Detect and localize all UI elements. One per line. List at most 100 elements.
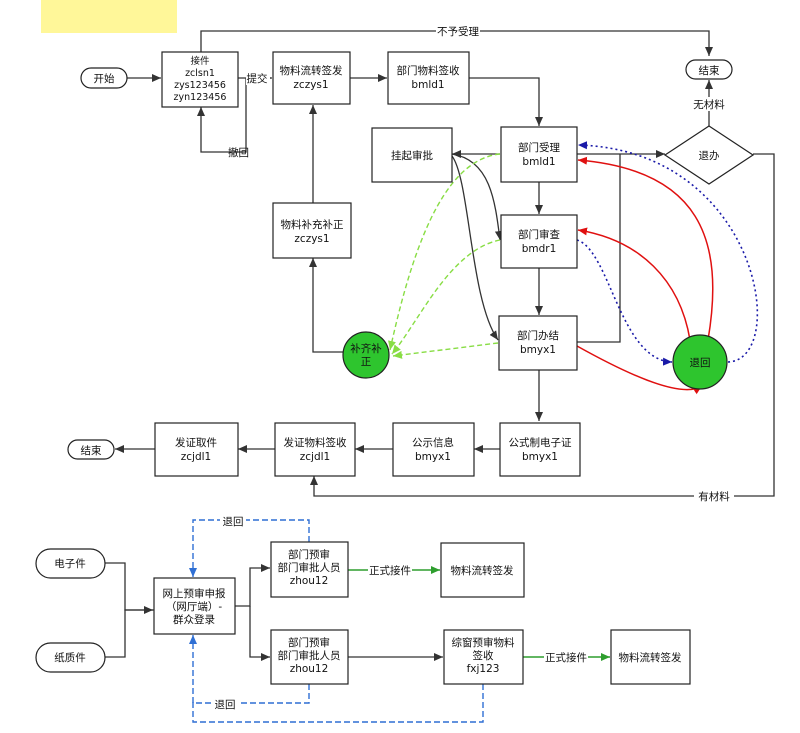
edge-returnnode-accept-dotted [577,141,759,363]
node-supplement-circle: 补齐补 正 [342,331,390,379]
label-not-accept: 不予受理 [437,26,479,38]
svg-text:bmld1: bmld1 [411,79,444,91]
svg-text:zyn123456: zyn123456 [174,92,227,103]
svg-text:部门办结: 部门办结 [517,329,559,342]
edge-review-supplement [391,239,501,355]
node-return-circle: 退回 [672,334,728,390]
svg-text:物料流转签发: 物料流转签发 [280,64,343,77]
node-return-decision: 退办 [663,125,755,185]
svg-text:发证物料签收: 发证物料签收 [284,436,347,449]
svg-text:bmdr1: bmdr1 [522,243,557,255]
edge-returnnode-accept [577,156,714,341]
highlight-block [41,0,177,33]
svg-text:签收: 签收 [473,649,494,662]
edge-pre1-return [189,519,310,577]
edge-finish-decision [577,154,621,343]
svg-text:物料流转签发: 物料流转签发 [451,564,514,577]
svg-text:部门受理: 部门受理 [518,141,560,154]
edge-efile-online [105,562,155,611]
svg-text:结束: 结束 [81,444,102,457]
node-dept-finish: 部门办结 bmyx1 [498,315,578,371]
node-dept-review: 部门审查 bmdr1 [500,214,578,269]
svg-text:公示信息: 公示信息 [412,436,454,449]
svg-text:退回: 退回 [690,357,711,369]
svg-text:部门审批人员: 部门审批人员 [278,561,341,574]
svg-text:结束: 结束 [699,64,720,77]
node-transfer-sign: 物料流转签发 zczys1 [272,51,351,105]
edge-finish-supplement [392,342,499,359]
label-formal-receive2: 正式接件 [545,651,587,664]
svg-text:（网厅端）-: （网厅端）- [166,600,222,613]
svg-text:发证取件: 发证取件 [175,436,217,449]
svg-text:挂起审批: 挂起审批 [391,149,433,162]
svg-text:综窗预审物料: 综窗预审物料 [452,636,515,649]
svg-text:正: 正 [361,356,372,368]
edge-decision-hasmaterial [310,153,775,497]
node-window-pre: 综窗预审物料 签收 fxj123 [443,629,524,685]
svg-text:部门审查: 部门审查 [518,228,560,241]
node-dept-receive: 部门物料签收 bmld1 [387,51,470,105]
svg-text:部门预审: 部门预审 [288,636,330,649]
edge-supplement-correct [309,258,343,353]
svg-text:网上预审申报: 网上预审申报 [163,587,226,600]
edge-window-return [192,684,484,723]
edge-review-returnnode [576,239,673,366]
node-end-top: 结束 [685,59,733,80]
label-no-material: 无材料 [693,98,725,111]
svg-text:zclsn1: zclsn1 [185,68,215,79]
node-suspend: 挂起审批 [371,127,453,183]
node-supplement-correct: 物料补充补正 zczys1 [272,202,352,259]
svg-text:zhou12: zhou12 [290,663,329,675]
svg-text:公式制电子证: 公式制电子证 [509,436,572,449]
edge-suspend-finish [451,155,499,341]
svg-text:zhou12: zhou12 [290,575,329,587]
edge-online-pre1 [235,564,270,607]
node-transfer-sign3: 物料流转签发 [610,629,691,685]
svg-text:zczys1: zczys1 [293,79,328,91]
edge-paperfile-online [105,606,153,658]
node-receive: 接件 zclsn1 zys123456 zyn123456 [161,51,239,108]
svg-text:部门物料签收: 部门物料签收 [397,64,460,77]
edge-deptreceive-accept [469,77,543,126]
svg-text:zcjdl1: zcjdl1 [300,451,330,463]
node-dept-accept: 部门受理 bmld1 [500,126,578,183]
svg-text:bmyx1: bmyx1 [520,344,556,356]
edge-returnnode-review [577,227,691,341]
svg-text:bmyx1: bmyx1 [415,451,451,463]
label-submit: 提交 [247,72,268,85]
label-return-top: 退回 [223,516,244,528]
node-online-pre: 网上预审申报 （网厅端）- 群众登录 [153,577,236,635]
node-transfer-sign2: 物料流转签发 [440,542,525,598]
svg-text:补齐补: 补齐补 [350,342,382,355]
svg-text:fxj123: fxj123 [467,663,500,675]
node-dept-pre2: 部门预审 部门审批人员 zhou12 [270,629,349,685]
svg-text:电子件: 电子件 [54,557,86,570]
node-start: 开始 [80,67,128,89]
node-publicity: 公示信息 bmyx1 [392,422,475,477]
edge-online-pre2 [249,606,270,661]
edge-pre2-return [189,635,310,704]
svg-text:物料补充补正: 物料补充补正 [281,218,344,231]
edge-withdraw [197,78,247,153]
svg-text:物料流转签发: 物料流转签发 [619,651,682,664]
svg-text:群众登录: 群众登录 [173,613,215,626]
svg-text:退办: 退办 [699,149,720,162]
node-cert-pickup: 发证取件 zcjdl1 [154,422,239,477]
label-return-bottom: 退回 [215,699,236,711]
svg-text:开始: 开始 [94,72,115,85]
edge-suspend-review [451,153,503,241]
svg-text:zys123456: zys123456 [174,80,226,91]
svg-text:部门审批人员: 部门审批人员 [278,649,341,662]
svg-text:zczys1: zczys1 [294,233,329,245]
node-e-file: 电子件 [35,548,106,579]
node-paper-file: 纸质件 [35,642,106,673]
svg-text:纸质件: 纸质件 [54,651,86,664]
svg-text:bmld1: bmld1 [522,156,555,168]
label-formal-receive1: 正式接件 [369,564,411,577]
svg-text:部门预审: 部门预审 [288,548,330,561]
node-e-license: 公式制电子证 bmyx1 [499,422,581,477]
node-end-left: 结束 [67,439,115,460]
svg-text:bmyx1: bmyx1 [522,451,558,463]
node-dept-pre1: 部门预审 部门审批人员 zhou12 [270,541,349,598]
